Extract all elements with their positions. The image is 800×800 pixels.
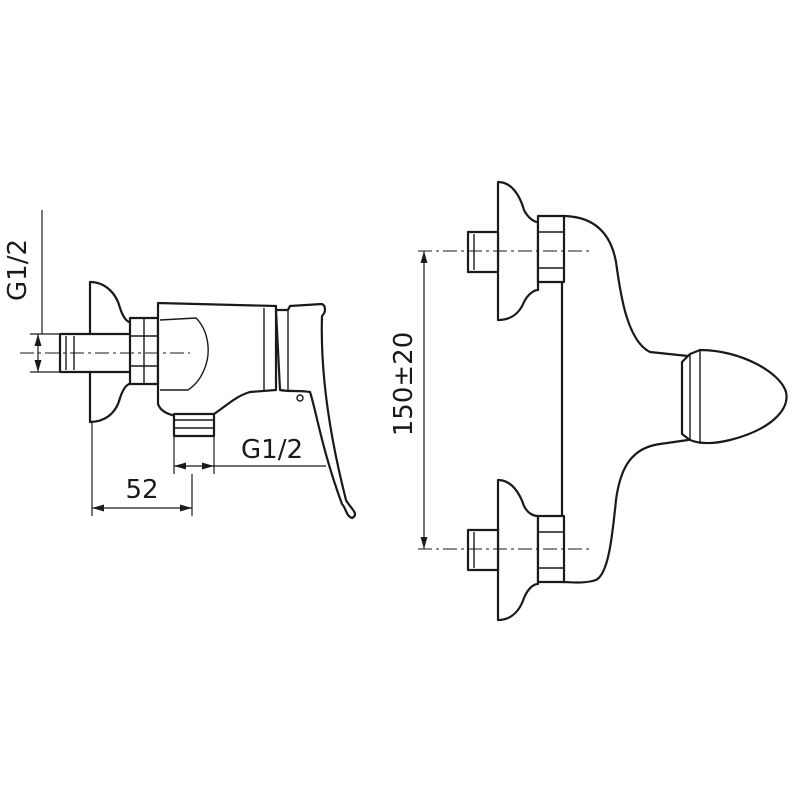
side-outlet-nipple xyxy=(172,412,216,438)
inlet-thread-label: G1/2 xyxy=(3,239,33,301)
side-view: G1/2 G1/2 52 xyxy=(3,210,357,520)
front-upper-inlet-pipe xyxy=(466,230,500,274)
front-lower-escutcheon xyxy=(496,478,540,622)
front-view: 150±20 xyxy=(389,180,788,622)
side-mixer-body xyxy=(156,301,278,418)
outlet-thread-label: G1/2 xyxy=(241,435,303,465)
inlet-spacing-label: 150±20 xyxy=(389,332,419,437)
projection-label: 52 xyxy=(125,475,158,505)
side-lever-handle xyxy=(274,302,357,520)
front-mixer-body xyxy=(560,214,690,584)
front-lower-inlet-pipe xyxy=(466,528,500,572)
front-handle-knob xyxy=(680,348,788,445)
front-upper-hex-nut xyxy=(536,214,566,284)
